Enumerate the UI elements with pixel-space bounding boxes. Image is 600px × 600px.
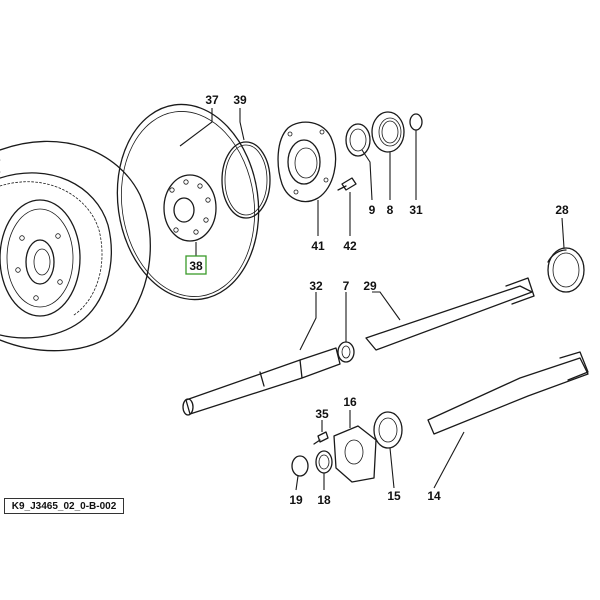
callout-28[interactable]: 28	[555, 203, 569, 217]
callout-35[interactable]: 35	[315, 407, 329, 421]
callout-32[interactable]: 32	[309, 279, 323, 293]
bushing-28	[547, 247, 585, 293]
callout-38[interactable]: 38	[189, 259, 203, 273]
callout-8[interactable]: 8	[387, 203, 394, 217]
bearing-8	[371, 111, 405, 153]
bolt-42	[337, 177, 357, 191]
shaft-29	[365, 277, 535, 351]
o-ring-39	[221, 141, 271, 219]
callout-15[interactable]: 15	[387, 489, 401, 503]
callout-29[interactable]: 29	[363, 279, 377, 293]
callout-41[interactable]: 41	[311, 239, 325, 253]
callout-9[interactable]: 9	[369, 203, 376, 217]
callout-37[interactable]: 37	[205, 93, 219, 107]
seal-ring-9	[345, 123, 371, 157]
callout-39[interactable]: 39	[233, 93, 247, 107]
cover-plate-16	[333, 425, 377, 483]
callout-31[interactable]: 31	[409, 203, 423, 217]
callout-19[interactable]: 19	[289, 493, 303, 507]
screw-35	[313, 431, 329, 445]
flywheel	[0, 140, 151, 352]
spacer-7	[337, 341, 355, 363]
circlip-31	[409, 113, 423, 131]
callout-38-highlight	[185, 255, 207, 275]
leader-lines	[179, 108, 565, 491]
callout-labels: 37 39 38 9 8 31 41 42 28 32 7 29 35 16 1…	[189, 93, 569, 507]
callout-18[interactable]: 18	[317, 493, 331, 507]
flange-housing-41	[277, 121, 337, 203]
output-shaft-14	[427, 351, 589, 435]
bearing-15	[373, 411, 403, 449]
callout-16[interactable]: 16	[343, 395, 357, 409]
seal-18	[315, 450, 333, 474]
sealing-disc-37	[116, 103, 260, 301]
callout-7[interactable]: 7	[343, 279, 350, 293]
callout-14[interactable]: 14	[427, 489, 441, 503]
input-shaft-32	[182, 347, 341, 416]
circlip-19	[291, 455, 309, 477]
callout-42[interactable]: 42	[343, 239, 357, 253]
diagram-code-label: K9_J3465_02_0-B-002	[4, 498, 124, 514]
